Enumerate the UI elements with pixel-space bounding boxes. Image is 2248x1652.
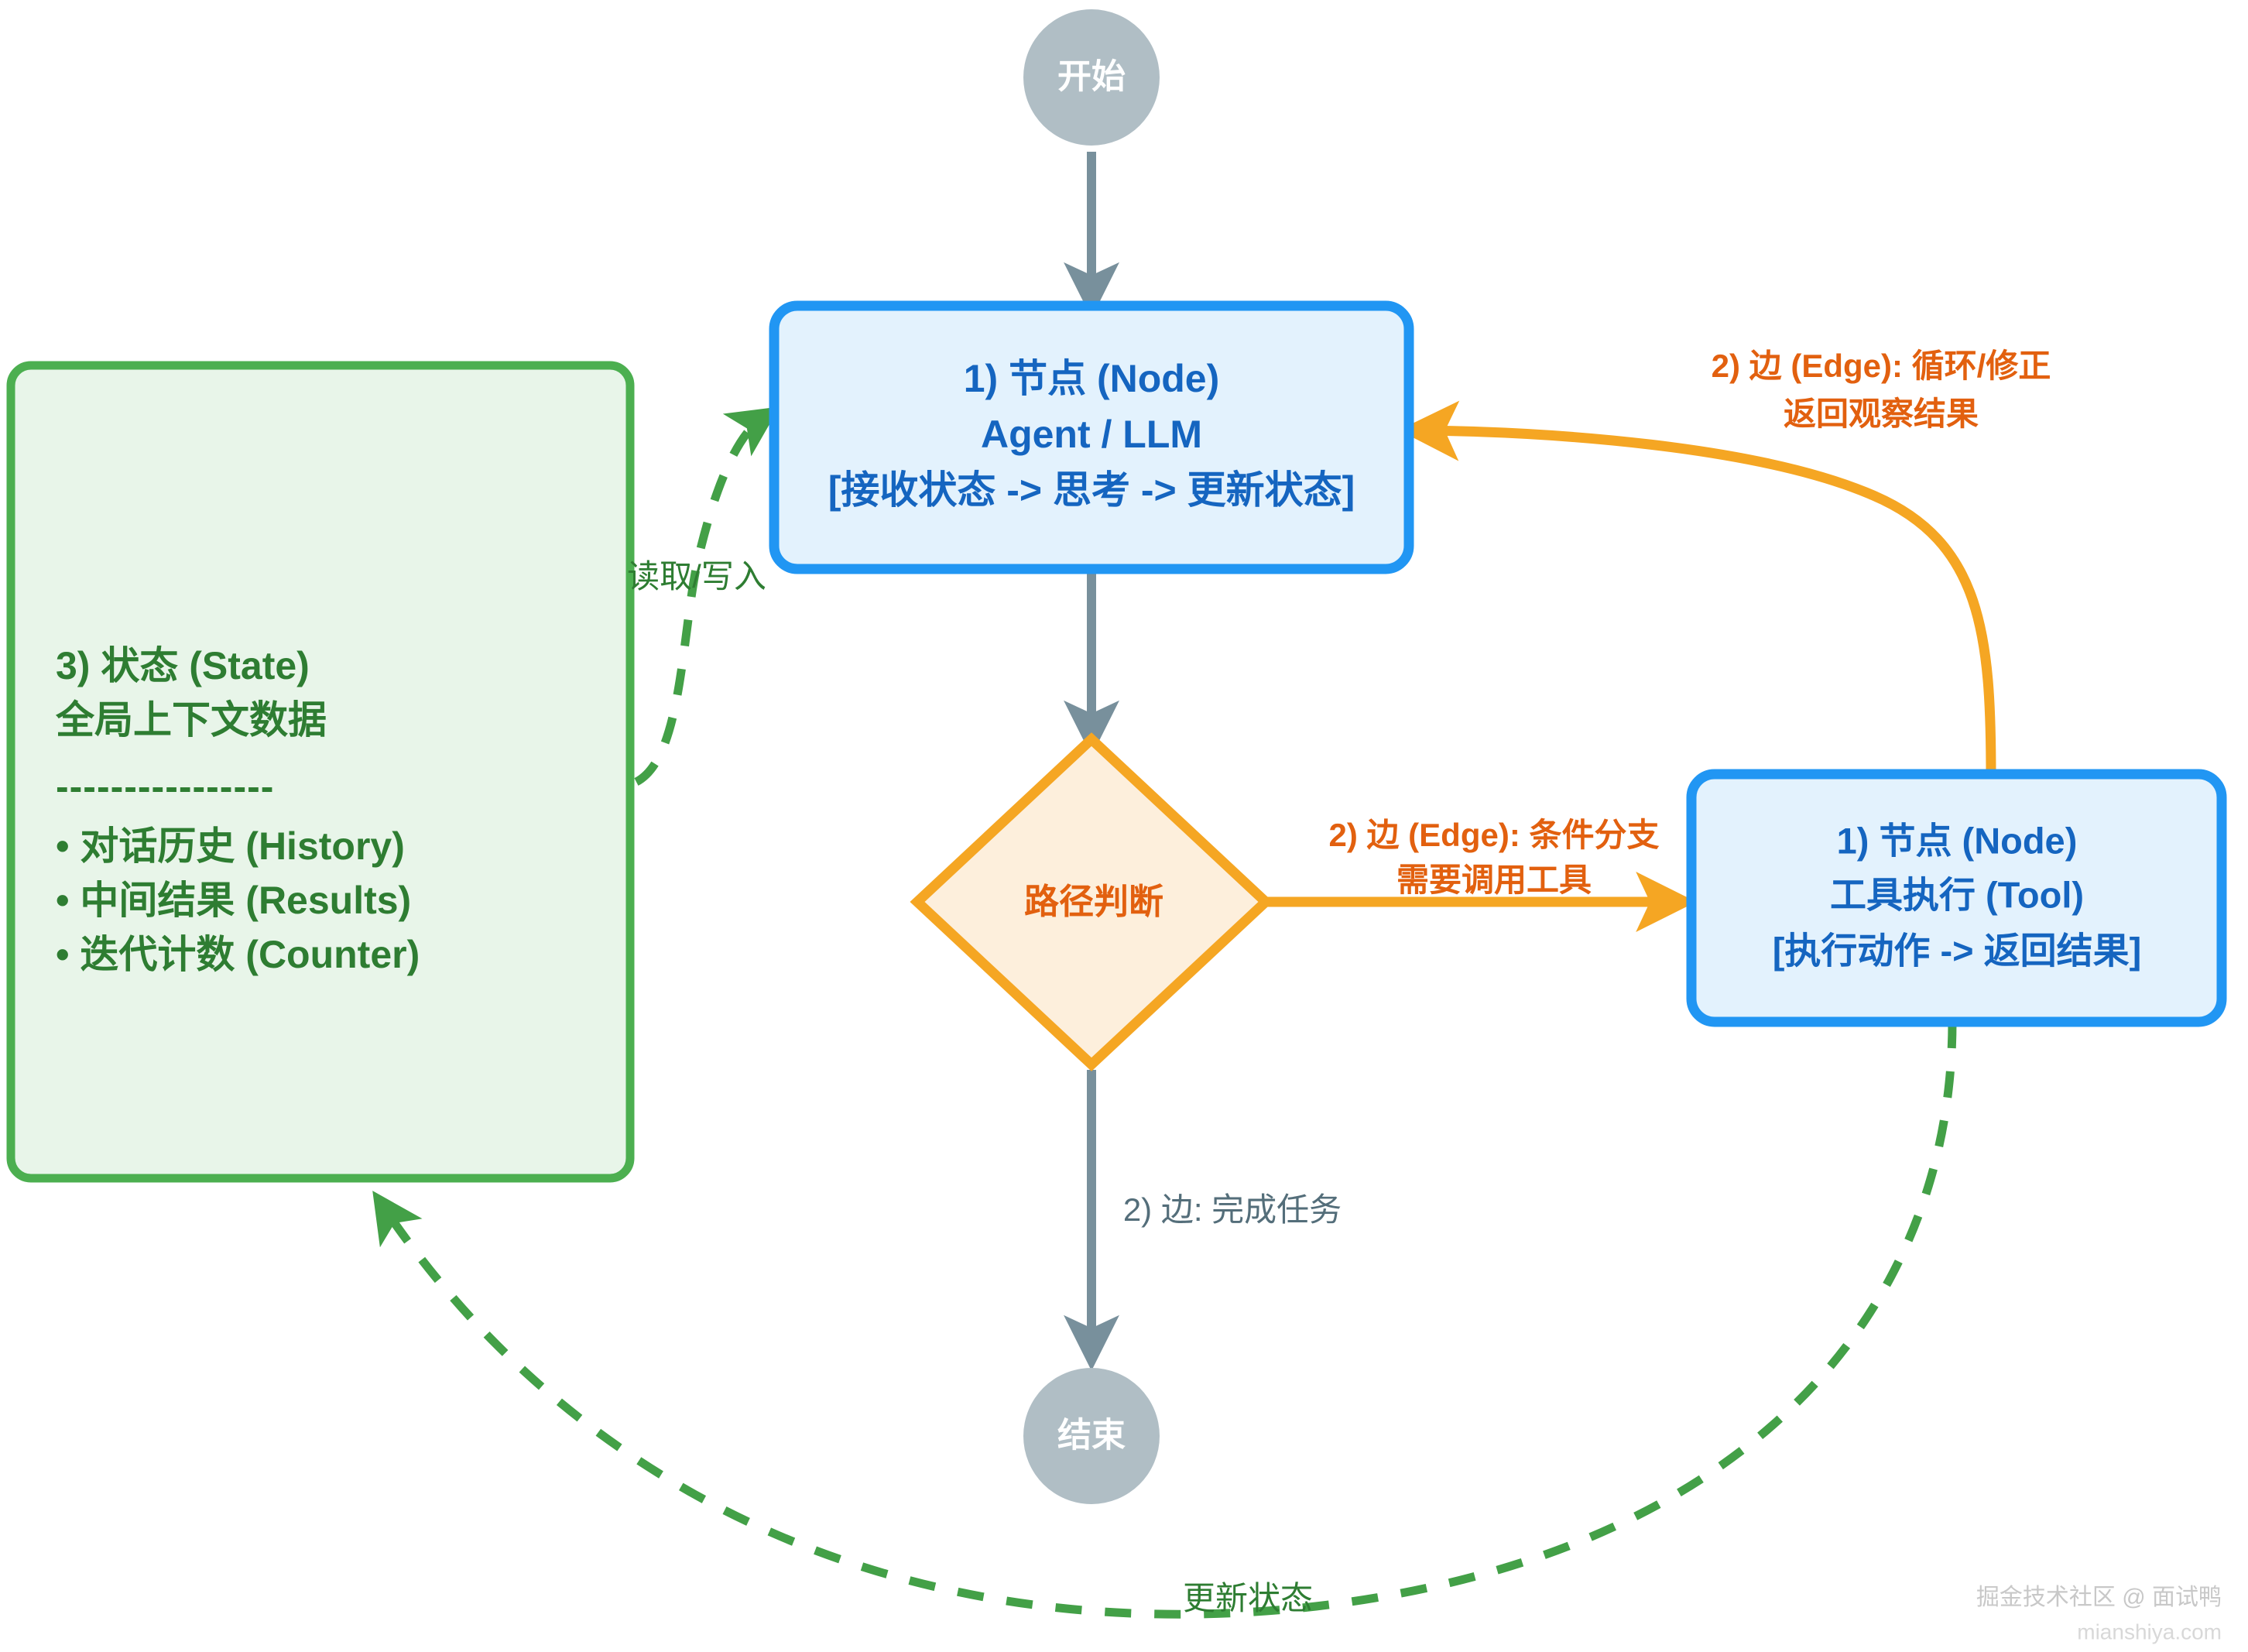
agent-node-line2: Agent / LLM [981,413,1202,456]
edge-state-to-agent-read-write [634,406,780,786]
edge-label-read-write: 读取/写入 [627,558,766,595]
node-end[interactable]: 结束 [1023,1368,1160,1504]
decision-label: 路径判断 [1024,882,1163,921]
end-label: 结束 [1057,1417,1126,1455]
state-title-line2: 全局上下文数据 [55,698,327,742]
node-decision[interactable]: 路径判断 [910,732,1273,1071]
state-bullet-history: • 对话历史 (History) [56,824,405,868]
end-circle [1023,1368,1160,1504]
edge-label-loop-back: 2) 边 (Edge): 循环/修正 返回观察结果 [1712,348,2051,432]
conditional-line2: 需要调用工具 [1396,862,1592,898]
agent-node-line3: [接收状态 -> 思考 -> 更新状态] [828,468,1355,512]
edge-tool-to-state-update [372,1021,1957,1619]
edge-label-conditional: 2) 边 (Edge): 条件分支 需要调用工具 [1329,817,1660,898]
conditional-line1: 2) 边 (Edge): 条件分支 [1329,817,1660,853]
state-bullet-results: • 中间结果 (Results) [56,879,411,922]
edge-label-finish-task: 2) 边: 完成任务 [1123,1191,1342,1228]
node-start[interactable]: 开始 [1023,9,1160,146]
agent-node-box [769,300,1414,574]
tool-node-line3: [执行动作 -> 返回结果] [1773,930,2142,971]
state-title-line1: 3) 状态 (State) [56,644,310,687]
state-box [6,361,635,1183]
watermark-line2: mianshiya.com [2077,1619,2222,1643]
loop-back-line2: 返回观察结果 [1784,396,1979,432]
decision-diamond [910,732,1273,1071]
loop-back-line1: 2) 边 (Edge): 循环/修正 [1712,348,2051,384]
node-state[interactable]: 3) 状态 (State) 全局上下文数据 ---------------- •… [6,361,635,1183]
node-tool[interactable]: 1) 节点 (Node) 工具执行 (Tool) [执行动作 -> 返回结果] [1686,769,2227,1027]
tool-node-line2: 工具执行 (Tool) [1830,874,2084,915]
state-bullet-counter: • 迭代计数 (Counter) [56,933,420,976]
tool-node-box [1686,769,2227,1027]
tool-node-line1: 1) 节点 (Node) [1837,820,2078,861]
watermark-line1: 掘金技术社区 @ 面试鸭 [1976,1585,2222,1610]
state-separator: ---------------- [56,765,274,808]
watermark: 掘金技术社区 @ 面试鸭 mianshiya.com [1976,1585,2222,1643]
agent-node-line1: 1) 节点 (Node) [964,357,1220,400]
edge-tool-to-agent-loop [1398,400,1996,779]
node-agent-llm[interactable]: 1) 节点 (Node) Agent / LLM [接收状态 -> 思考 -> … [769,300,1414,574]
start-label: 开始 [1057,58,1126,96]
edge-label-update-state: 更新状态 [1183,1580,1313,1616]
start-circle [1023,9,1160,146]
